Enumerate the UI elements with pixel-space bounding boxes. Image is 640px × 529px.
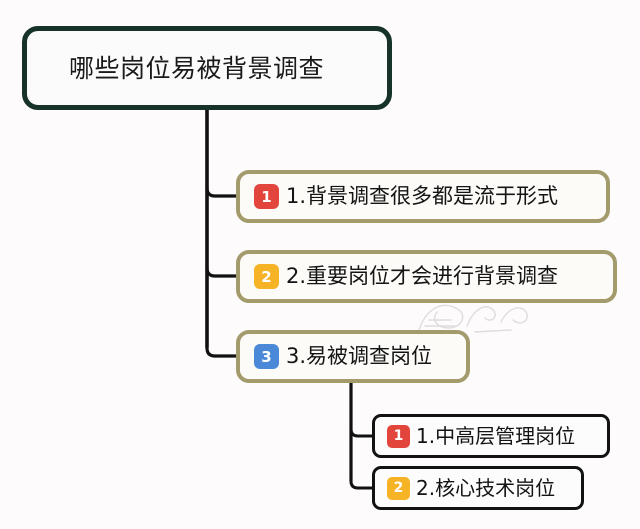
branch-node-3-label: 3.易被调查岗位: [286, 344, 433, 368]
branch-node-2-label: 2.重要岗位才会进行背景调查: [286, 264, 559, 288]
sub-branch-node-3-1-label: 1.中高层管理岗位: [416, 424, 576, 448]
branch-node-1[interactable]: 1 1.背景调查很多都是流于形式: [236, 170, 610, 223]
badge-number-icon: 1: [387, 424, 410, 448]
badge-number-icon: 1: [254, 184, 279, 209]
sub-branch-node-3-1[interactable]: 1 1.中高层管理岗位: [372, 414, 610, 458]
branch-node-2[interactable]: 2 2.重要岗位才会进行背景调查: [236, 250, 617, 303]
root-node-label: 哪些岗位易被背景调查: [69, 53, 325, 83]
branch-node-1-label: 1.背景调查很多都是流于形式: [286, 184, 559, 208]
branch-node-3[interactable]: 3 3.易被调查岗位: [236, 330, 470, 383]
badge-number-icon: 3: [254, 344, 279, 369]
sub-branch-node-3-2-label: 2.核心技术岗位: [416, 476, 556, 500]
badge-number-icon: 2: [387, 476, 410, 500]
badge-number-icon: 2: [254, 264, 279, 289]
sub-branch-node-3-2[interactable]: 2 2.核心技术岗位: [372, 466, 584, 510]
root-node[interactable]: 哪些岗位易被背景调查: [22, 26, 392, 110]
